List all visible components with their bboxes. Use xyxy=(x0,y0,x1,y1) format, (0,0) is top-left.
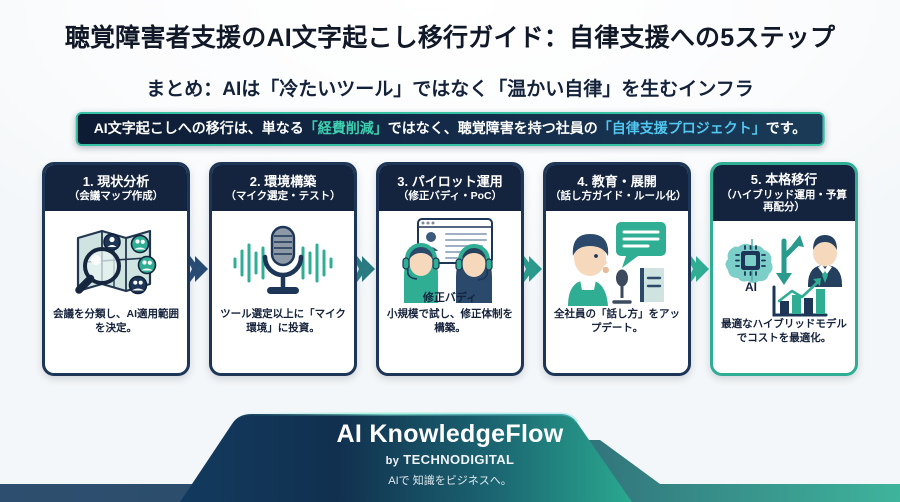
step-card-1-header: 1. 現状分析 （会議マップ作成） xyxy=(45,165,187,211)
key-message-banner: AI文字起こしへの移行は、単なる「経費削減」ではなく、聴覚障害を持つ社員の「自律… xyxy=(75,112,825,146)
step-card-3-title: 3. パイロット運用 xyxy=(397,173,503,189)
banner-text-part1: AI文字起こしへの移行は、単なる xyxy=(93,120,304,136)
banner-highlight-cost: 「経費削減」 xyxy=(303,120,388,136)
microphone-waveform-icon xyxy=(218,215,348,307)
brand-tagline: AIで 知識をビジネスへ。 xyxy=(388,475,512,487)
step-card-1-title: 1. 現状分析 xyxy=(82,173,150,189)
step-card-4-subtitle: （話し方ガイド・ルール化） xyxy=(550,189,687,202)
step-card-1-body: 会議を分類し、AI適用範囲を決定。 xyxy=(45,211,187,373)
banner-text-part2: ではなく、聴覚障害を持つ社員の xyxy=(387,120,598,136)
arrow-step4-to-step5 xyxy=(691,162,710,376)
step-card-3-body: 修正バディ 小規模で試し、修正体制を構築。 xyxy=(379,211,521,373)
banner-highlight-project: 「自律支援プロジェクト」 xyxy=(597,120,766,136)
map-magnifier-icon xyxy=(51,215,181,307)
step-card-5[interactable]: 5. 本格移行 （ハイブリッド運用・予算再配分） xyxy=(710,162,858,376)
step-card-5-subtitle: （ハイブリッド運用・予算再配分） xyxy=(721,188,847,214)
footer-brand-block: AI KnowledgeFlow by TECHNODIGITAL AIで 知識… xyxy=(0,392,900,502)
step-card-2-header: 2. 環境構築 （マイク選定・テスト） xyxy=(212,165,354,211)
step-card-4-title: 4. 教育・展開 xyxy=(577,173,657,189)
step-card-5-body: AI xyxy=(713,221,855,373)
step-card-3-subtitle: （修正バディ・PoC） xyxy=(397,189,503,202)
step-card-3-desc: 小規模で試し、修正体制を構築。 xyxy=(387,308,513,335)
arrow-step3-to-step4 xyxy=(524,162,543,376)
step-card-4[interactable]: 4. 教育・展開 （話し方ガイド・ルール化） xyxy=(543,162,691,376)
page-subtitle: まとめ：AIは「冷たいツール」ではなく「温かい自律」を生むインフラ xyxy=(146,79,754,100)
step-card-2-subtitle: （マイク選定・テスト） xyxy=(225,189,341,202)
step-card-2-body: ツール選定以上に「マイク環境」に投資。 xyxy=(212,211,354,373)
ai-brain-person-chart-icon: AI xyxy=(719,225,849,317)
step-card-4-desc: 全社員の「話し方」をアップデート。 xyxy=(554,308,680,335)
arrow-step1-to-step2 xyxy=(190,162,209,376)
step-card-1-subtitle: （会議マップ作成） xyxy=(68,189,164,202)
brand-company-line: by TECHNODIGITAL xyxy=(0,452,900,467)
banner-text-part3: です。 xyxy=(765,120,807,136)
brand-by-label: by xyxy=(385,455,400,467)
step-card-3-header: 3. パイロット運用 （修正バディ・PoC） xyxy=(379,165,521,211)
step-card-3[interactable]: 3. パイロット運用 （修正バディ・PoC） xyxy=(376,162,524,376)
svg-text:修正バディ: 修正バディ xyxy=(422,290,477,304)
page-title: 聴覚障害者支援のAI文字起こし移行ガイド：自律支援への5ステップ xyxy=(64,24,836,52)
step-card-4-header: 4. 教育・展開 （話し方ガイド・ルール化） xyxy=(546,165,688,211)
step-card-1[interactable]: 1. 現状分析 （会議マップ作成） xyxy=(42,162,190,376)
step-card-2-desc: ツール選定以上に「マイク環境」に投資。 xyxy=(220,308,346,335)
brand-name: AI KnowledgeFlow xyxy=(336,420,564,448)
footer-text-wrap: AI KnowledgeFlow by TECHNODIGITAL AIで 知識… xyxy=(0,422,900,488)
step-card-5-title: 5. 本格移行 xyxy=(750,172,818,188)
step-card-4-body: 全社員の「話し方」をアップデート。 xyxy=(546,211,688,373)
step-flow: 1. 現状分析 （会議マップ作成） xyxy=(42,162,860,380)
step-card-2[interactable]: 2. 環境構築 （マイク選定・テスト） xyxy=(209,162,357,376)
step-card-5-desc: 最適なハイブリッドモデルでコストを最適化。 xyxy=(721,318,847,345)
arrow-step2-to-step3 xyxy=(357,162,376,376)
step-card-5-header: 5. 本格移行 （ハイブリッド運用・予算再配分） xyxy=(713,165,855,221)
brand-company: TECHNODIGITAL xyxy=(403,452,515,467)
step-card-2-title: 2. 環境構築 xyxy=(249,173,317,189)
step-card-1-desc: 会議を分類し、AI適用範囲を決定。 xyxy=(53,308,179,335)
svg-text:AI: AI xyxy=(745,280,757,294)
two-people-headset-icon: 修正バディ xyxy=(385,215,515,307)
speaker-speechbubble-icon xyxy=(552,215,682,307)
